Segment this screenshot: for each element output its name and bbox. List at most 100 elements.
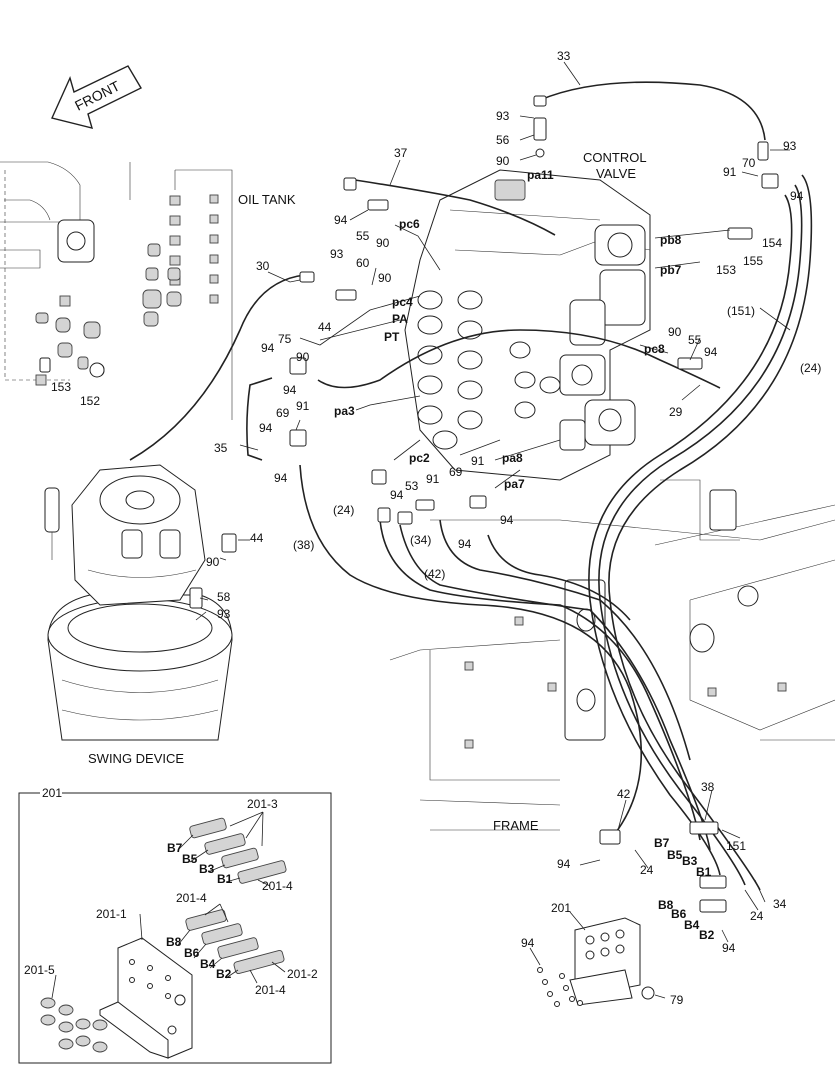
callout: 94: [500, 513, 514, 527]
callout: 201: [551, 901, 571, 915]
inset-port-B4: B4: [200, 957, 216, 971]
callout: 55: [688, 333, 702, 347]
callout: 75: [278, 332, 292, 346]
inset-label-201-4c: 201-4: [255, 983, 286, 997]
callout: 24: [640, 863, 654, 877]
callout: (24): [333, 503, 354, 517]
callout: 79: [670, 993, 684, 1007]
frame-title: FRAME: [493, 818, 539, 833]
manifold-201-drawing: [537, 917, 655, 1007]
callout-labels: 33 93 56 90 pa11 37 93 70 91 94 94 55 90…: [51, 49, 821, 1007]
callout: 94: [722, 941, 736, 955]
inset-mid-fittings: [185, 909, 285, 975]
callout: 58: [217, 590, 231, 604]
callout: 90: [296, 350, 310, 364]
callout: 69: [276, 406, 290, 420]
port-label: pa11: [527, 168, 554, 182]
callout: 91: [723, 165, 737, 179]
swing-device-drawing: [44, 464, 233, 741]
area-titles: OIL TANK CONTROL VALVE SWING DEVICE FRAM…: [88, 150, 647, 833]
callout: 154: [762, 236, 782, 250]
frame-drawing: [389, 479, 835, 831]
inset-port-B6: B6: [184, 946, 200, 960]
callout: 70: [742, 156, 756, 170]
callout: 94: [390, 488, 404, 502]
inset-label-201-2: 201-2: [287, 967, 318, 981]
callout: 30: [256, 259, 270, 273]
callout: 151: [726, 839, 746, 853]
inset-port-B7: B7: [167, 841, 183, 855]
callout: 60: [356, 256, 370, 270]
callout: 29: [669, 405, 683, 419]
callout: 94: [261, 341, 275, 355]
callout: 94: [283, 383, 297, 397]
oil-tank-bolts: [35, 194, 219, 386]
callout: 44: [318, 320, 332, 334]
callout: 94: [557, 857, 571, 871]
callout: 93: [217, 607, 231, 621]
callout: 33: [557, 49, 571, 63]
callout: 152: [80, 394, 100, 408]
callout: 91: [296, 399, 310, 413]
inset-port-B1: B1: [217, 872, 233, 886]
leader-lines: [195, 61, 791, 999]
port-label: pc2: [409, 451, 430, 465]
port-label: B3: [682, 854, 698, 868]
callout: 155: [743, 254, 763, 268]
port-label: PA: [392, 312, 408, 326]
inset-label-201-5: 201-5: [24, 963, 55, 977]
callout: 42: [617, 787, 631, 801]
callout: 94: [274, 471, 288, 485]
inset-201: 201: [18, 786, 332, 1064]
callout: (38): [293, 538, 314, 552]
callout: 37: [394, 146, 408, 160]
callout: 93: [783, 139, 797, 153]
callout: 90: [206, 555, 220, 569]
callout: 56: [496, 133, 510, 147]
port-label: B2: [699, 928, 715, 942]
inset-port-B2: B2: [216, 967, 232, 981]
inset-title: 201: [42, 786, 62, 800]
port-label: B4: [684, 918, 700, 932]
port-label: pc8: [644, 342, 665, 356]
port-label: pa8: [502, 451, 523, 465]
loose-washers: [537, 967, 583, 1007]
port-label: B7: [654, 836, 670, 850]
callout: 94: [334, 213, 348, 227]
swing-device-title: SWING DEVICE: [88, 751, 184, 766]
port-label: PT: [384, 330, 400, 344]
control-valve-drawing: [404, 169, 651, 481]
callout: 55: [356, 229, 370, 243]
callout: (42): [424, 567, 445, 581]
callout: 94: [521, 936, 535, 950]
hoses: [129, 81, 813, 891]
callout: 35: [214, 441, 228, 455]
callout: 91: [471, 454, 485, 468]
inset-label-201-4b: 201-4: [176, 891, 207, 905]
callout: (24): [800, 361, 821, 375]
port-label: B1: [696, 865, 712, 879]
callout: 91: [426, 472, 440, 486]
callout: 94: [458, 537, 472, 551]
callout: (34): [410, 533, 431, 547]
control-valve-title-2: VALVE: [596, 166, 636, 181]
port-label: pa3: [334, 404, 355, 418]
inset-label-201-4a: 201-4: [262, 879, 293, 893]
port-label: B8: [658, 898, 674, 912]
inset-label-201-3: 201-3: [247, 797, 278, 811]
inset-port-B5: B5: [182, 852, 198, 866]
control-valve-title-1: CONTROL: [583, 150, 647, 165]
callout: 153: [51, 380, 71, 394]
oil-tank-drawing: [0, 161, 233, 420]
inset-washers: [40, 997, 108, 1053]
callout: 90: [668, 325, 682, 339]
callout: 93: [496, 109, 510, 123]
callout: 94: [704, 345, 718, 359]
inset-port-B8: B8: [166, 935, 182, 949]
callout: 24: [750, 909, 764, 923]
port-label: B6: [671, 907, 687, 921]
port-label: pc6: [399, 217, 420, 231]
callout: 90: [378, 271, 392, 285]
callout: 94: [790, 189, 804, 203]
